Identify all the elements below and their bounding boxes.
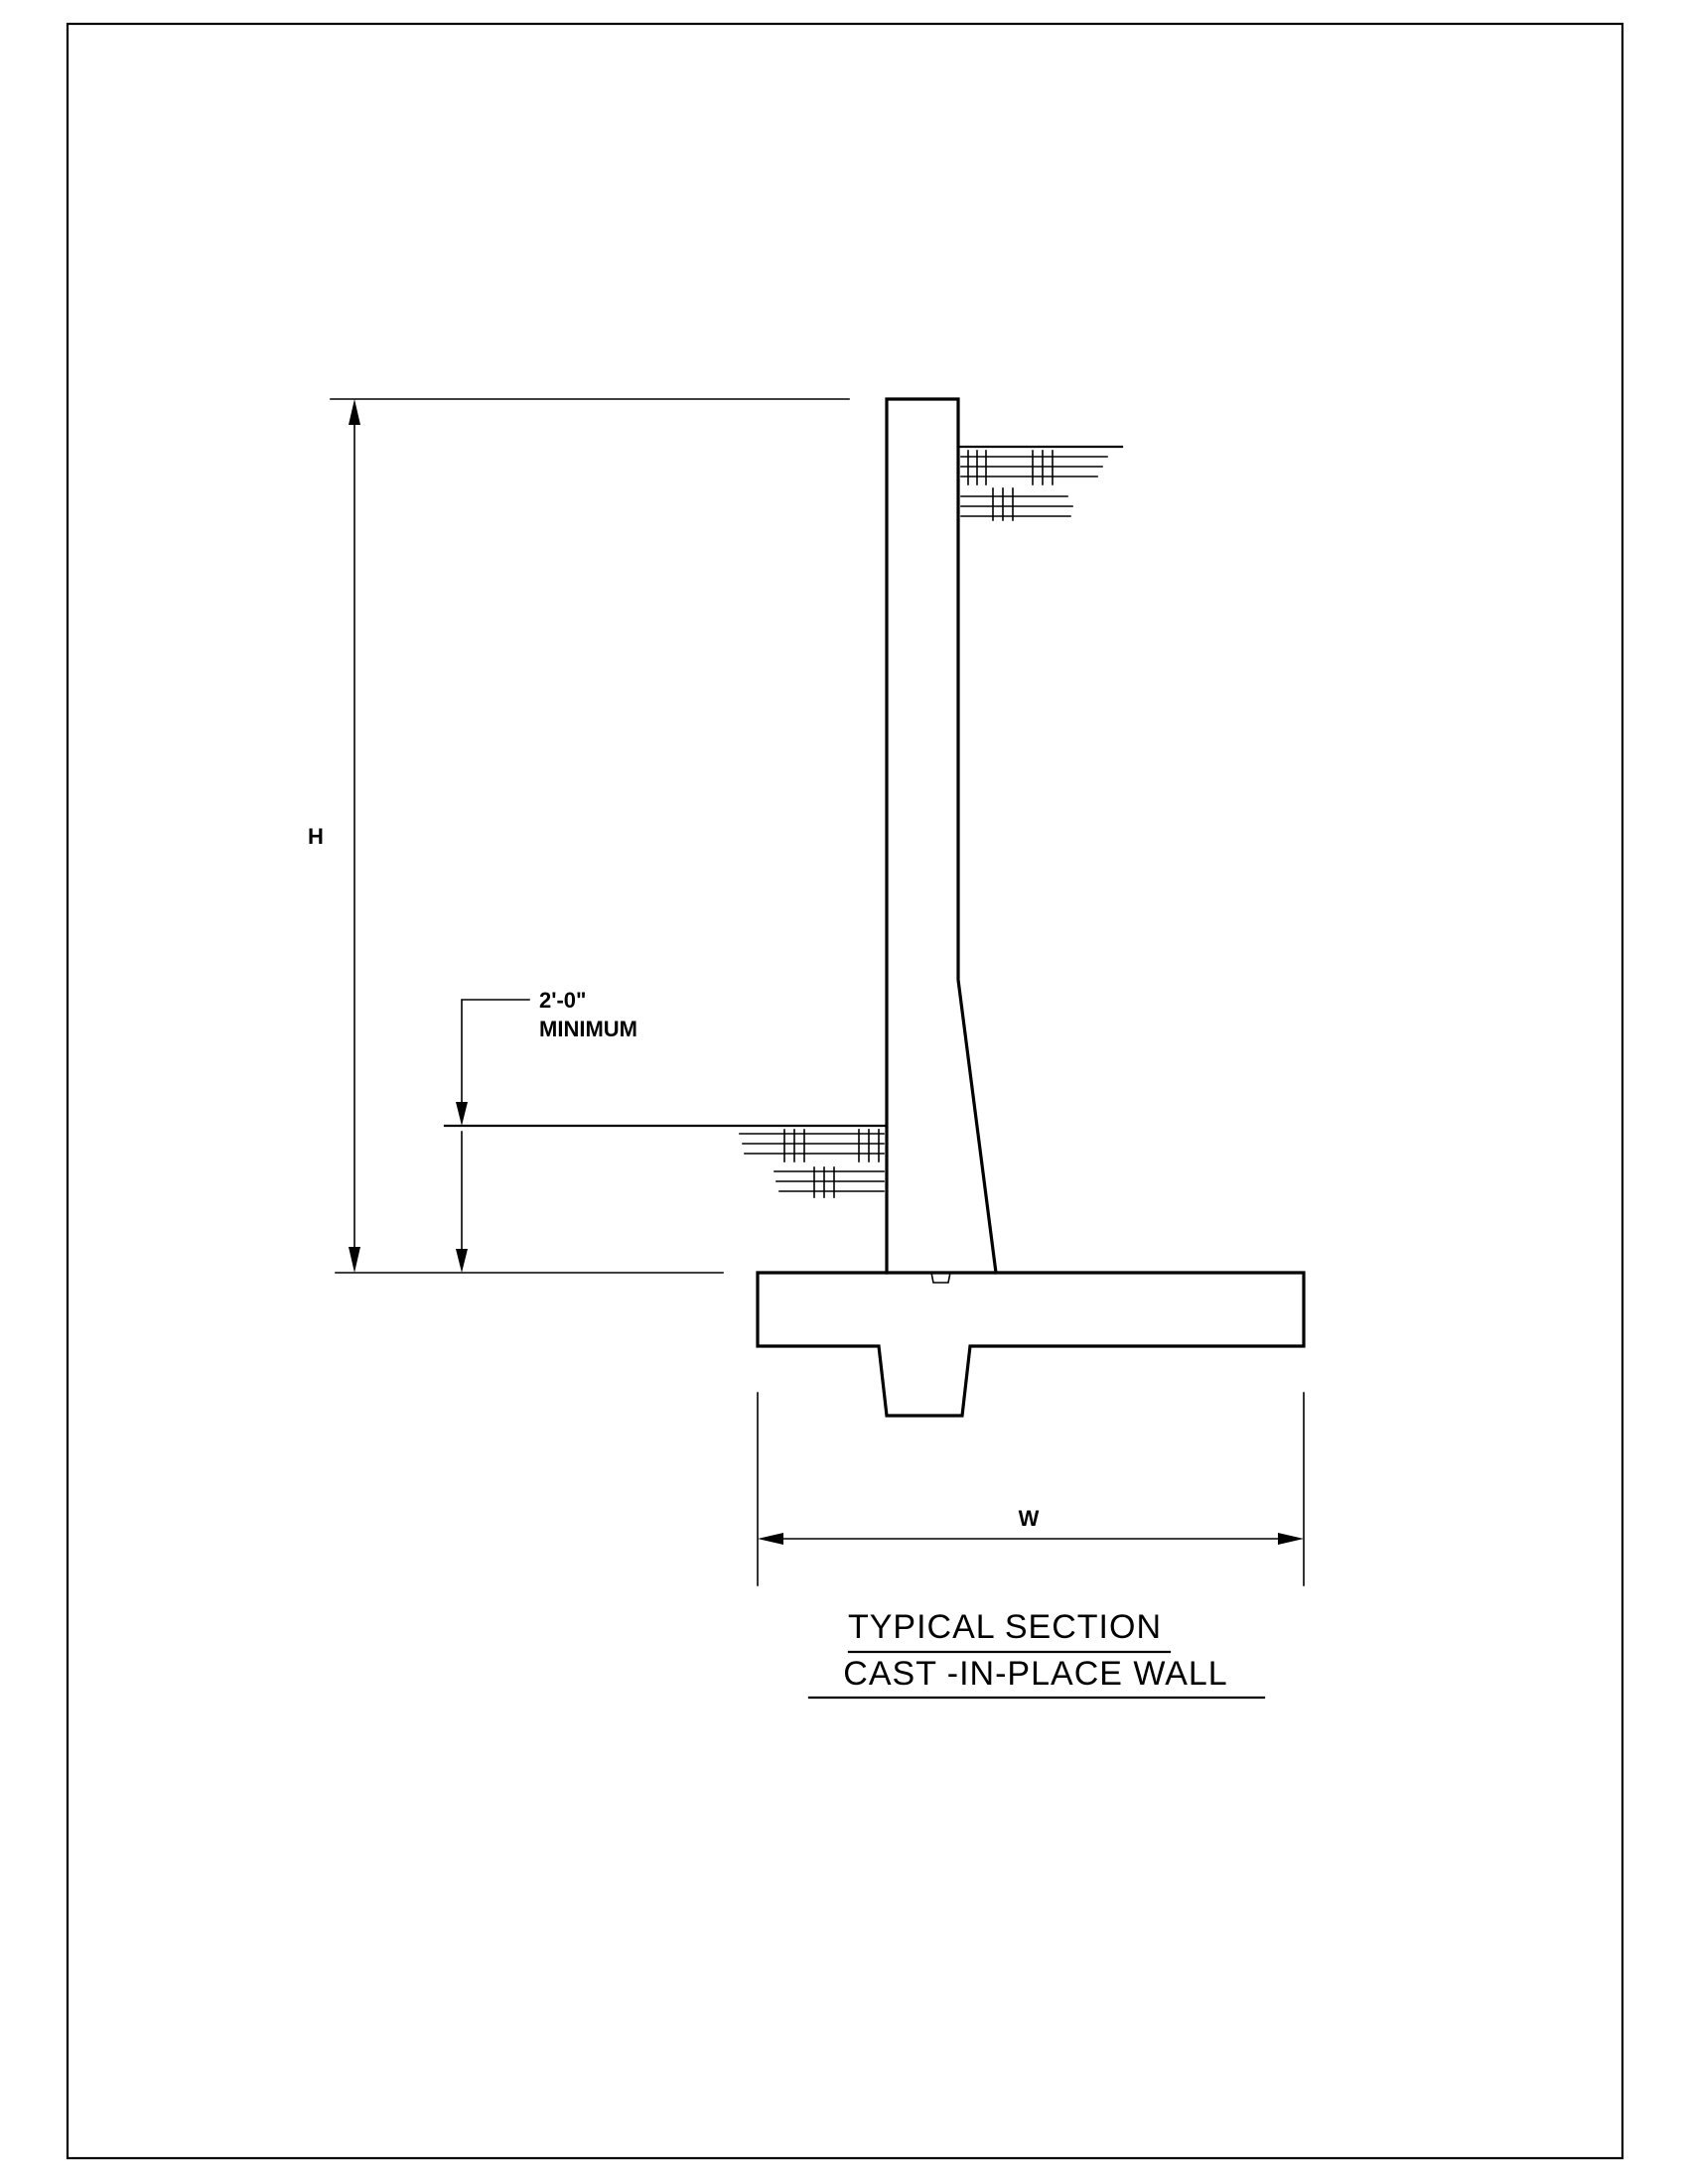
minimum-embedment-note: MINIMUM bbox=[539, 1017, 637, 1041]
front-soil-symbol bbox=[739, 1129, 885, 1198]
footing bbox=[756, 1271, 1306, 1418]
height-dimension bbox=[330, 398, 850, 1274]
title-line-2: CAST -IN-PLACE WALL bbox=[843, 1655, 1227, 1693]
sheet-border bbox=[66, 22, 1624, 2160]
width-label: W bbox=[1019, 1506, 1040, 1531]
height-label: H bbox=[308, 824, 324, 849]
width-dimension bbox=[757, 1392, 1305, 1586]
minimum-embedment-value: 2'-0" bbox=[539, 988, 586, 1013]
title-line-1: TYPICAL SECTION bbox=[848, 1608, 1162, 1646]
wall-stem bbox=[885, 397, 998, 1275]
minimum-embedment-dimension bbox=[456, 999, 530, 1273]
construction-joint-key bbox=[930, 1272, 951, 1284]
retained-soil-symbol bbox=[956, 445, 1124, 521]
